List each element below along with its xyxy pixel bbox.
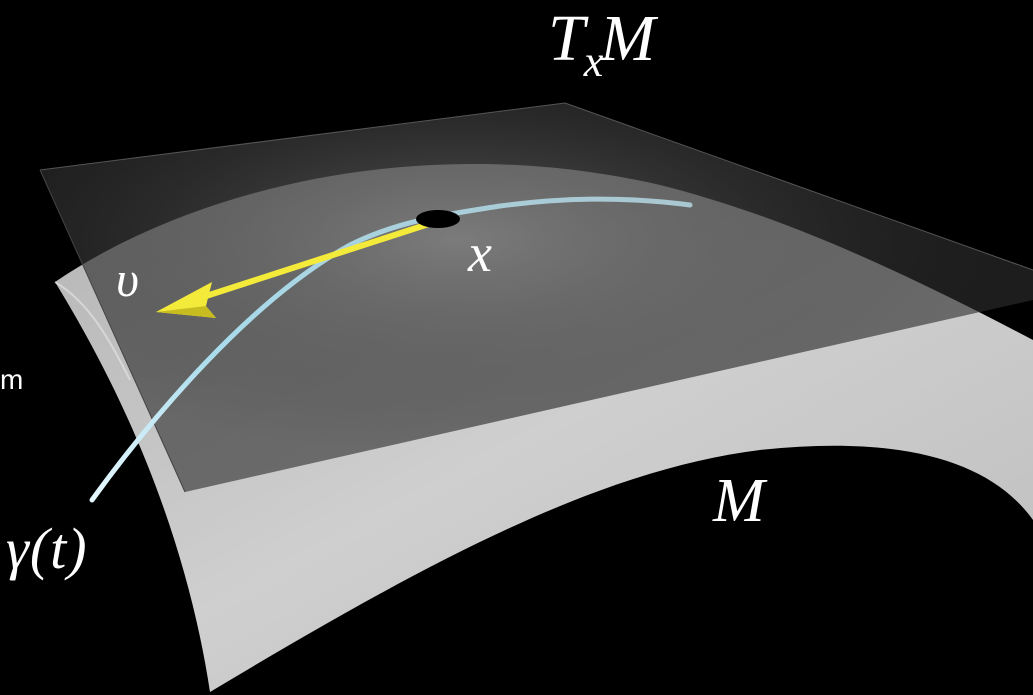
- tangent-space-label-end: M: [600, 2, 657, 75]
- curve-label: γ(t): [6, 516, 88, 581]
- tangent-plane-glow: [40, 103, 1033, 492]
- tangent-space-label: TxM: [548, 6, 656, 84]
- tangent-space-label-sub: x: [583, 37, 605, 86]
- point-label: x: [468, 223, 492, 283]
- manifold-left-edge: [54, 281, 131, 381]
- cropped-text-fragment: m: [0, 364, 24, 395]
- point-x-marker: [416, 210, 460, 228]
- vector-label: υ: [116, 251, 139, 307]
- tangent-plane-front-edge: [39, 169, 186, 493]
- tangent-vector-arrow: [156, 218, 441, 318]
- tangent-space-label-main: T: [548, 2, 586, 75]
- tangent-plane-edge: [39, 102, 1033, 271]
- curve-gamma: [89, 196, 693, 503]
- manifold-label: M: [713, 467, 765, 535]
